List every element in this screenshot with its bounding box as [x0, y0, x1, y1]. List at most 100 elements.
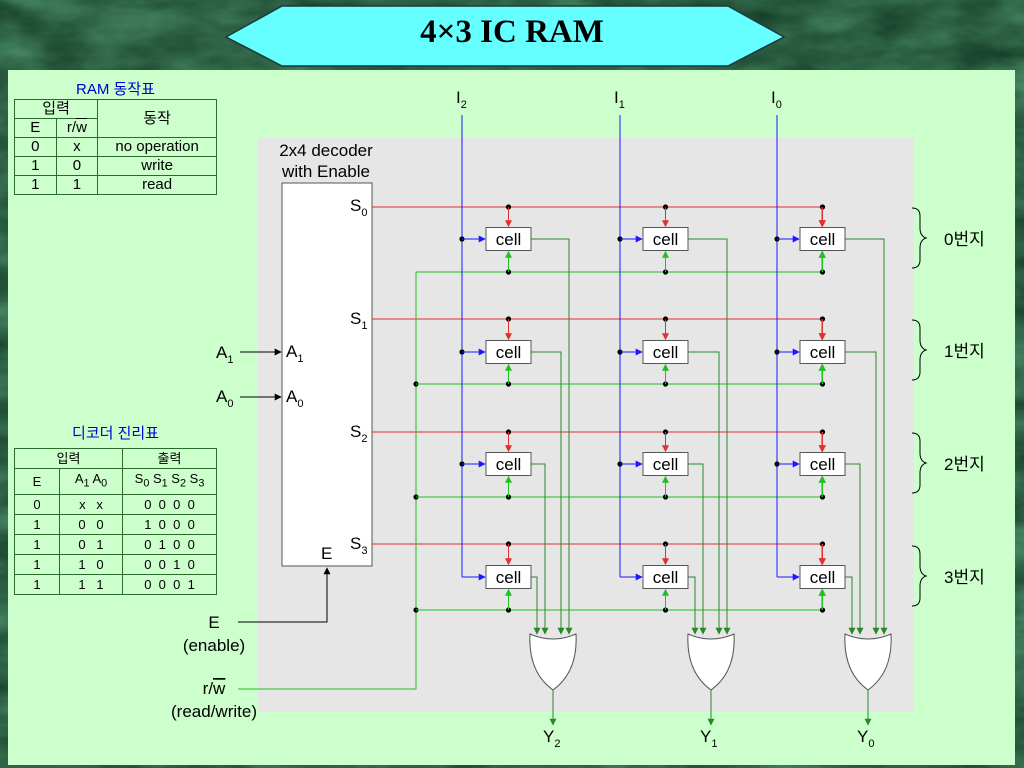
cell-box — [799, 227, 846, 251]
dec-cell-a: 0 1 — [59, 533, 123, 555]
cell-output-wire — [688, 463, 707, 635]
cell-label: cell — [653, 230, 679, 249]
memory-cell: cell — [799, 452, 846, 476]
memory-cell: cell — [642, 565, 689, 589]
memory-cell: cell — [642, 452, 689, 476]
cell-label: cell — [496, 230, 522, 249]
decoder-a1-label: A1 — [286, 342, 303, 365]
table-row: 1 1 1 0 0 0 1 — [14, 573, 217, 595]
s2-label: S2 — [350, 422, 367, 445]
cell-box — [485, 340, 532, 364]
cell-label: cell — [496, 568, 522, 587]
cell-box — [485, 565, 532, 589]
decoder-block — [281, 182, 373, 567]
memory-cell: cell — [485, 565, 532, 589]
dec-cell-s: 0 1 0 0 — [122, 533, 217, 555]
dec-header-inputs: 입력 — [14, 448, 123, 469]
cell-output-wire — [531, 576, 541, 635]
ram-cell-op: read — [97, 175, 217, 195]
memory-cell: cell — [799, 340, 846, 364]
slide-title: 4×3 IC RAM — [420, 14, 604, 50]
cell-output-wire — [845, 351, 880, 635]
cell-box — [485, 227, 532, 251]
y1-label: Y1 — [700, 727, 717, 750]
memory-cell: cell — [485, 227, 532, 251]
cell-label: cell — [810, 230, 836, 249]
or-gate — [687, 633, 735, 691]
title-banner — [224, 5, 786, 67]
address-labels: 0번지 1번지 2번지 3번지 — [911, 207, 985, 607]
cell-box — [642, 340, 689, 364]
ram-header-operation: 동작 — [97, 99, 217, 138]
decoder-label: 2x4 decoder — [279, 141, 373, 160]
table-row: 1 0 1 0 1 0 0 — [14, 533, 217, 555]
memory-cell: cell — [485, 340, 532, 364]
memory-cell: cell — [642, 227, 689, 251]
cell-box — [642, 227, 689, 251]
enable-caption: (enable) — [183, 636, 245, 655]
cell-output-wire — [531, 463, 549, 635]
cell-box — [799, 565, 846, 589]
brace — [911, 319, 928, 381]
enable-wire — [238, 567, 331, 623]
memory-cell: cell — [799, 227, 846, 251]
cell-box — [642, 452, 689, 476]
y0-label: Y0 — [857, 727, 874, 750]
address-1-label: 1번지 — [944, 342, 985, 361]
rw-input-label: r/w — [203, 679, 226, 698]
s3-label: S3 — [350, 534, 367, 557]
or-gate — [844, 633, 892, 691]
address-2-label: 2번지 — [944, 455, 985, 474]
dec-cell-a: 0 0 — [59, 513, 123, 535]
dec-cell-s: 0 0 0 1 — [122, 573, 217, 595]
cell-output-wire — [845, 238, 888, 635]
memory-cell: cell — [642, 340, 689, 364]
table-row: 1 0 0 1 0 0 0 — [14, 513, 217, 535]
cell-label: cell — [653, 568, 679, 587]
cell-box — [485, 452, 532, 476]
a0-input-label: A0 — [216, 387, 233, 410]
table-row: 1 0 write — [14, 156, 217, 176]
i1-label: I1 — [614, 88, 625, 111]
rw-rail — [238, 272, 417, 690]
cell-label: cell — [496, 343, 522, 362]
cell-box — [799, 452, 846, 476]
memory-cell: cell — [485, 452, 532, 476]
decoder-table-caption: 디코더 진리표 — [72, 425, 159, 442]
i0-label: I0 — [771, 88, 782, 111]
cell-output-wire — [688, 238, 731, 635]
cell-output-wire — [531, 351, 565, 635]
cell-label: cell — [496, 455, 522, 474]
ram-table-caption: RAM 동작표 — [76, 81, 155, 98]
address-3-label: 3번지 — [944, 568, 985, 587]
decoder-a0-label: A0 — [286, 387, 303, 410]
cell-output-wire — [845, 576, 856, 635]
cell-box — [799, 340, 846, 364]
cell-label: cell — [810, 568, 836, 587]
cell-output-wire — [688, 351, 723, 635]
decoder-label: with Enable — [281, 162, 370, 181]
cell-label: cell — [653, 455, 679, 474]
brace — [911, 207, 928, 269]
a1-input-label: A1 — [216, 343, 233, 366]
s1-label: S1 — [350, 309, 367, 332]
or-gate — [529, 633, 577, 691]
i2-label: I2 — [456, 88, 467, 111]
cell-label: cell — [653, 343, 679, 362]
cell-output-wire — [531, 238, 573, 635]
brace — [911, 432, 928, 494]
table-row: 1 1 read — [14, 175, 217, 195]
rw-caption: (read/write) — [171, 702, 257, 721]
e-input-label: E — [208, 613, 219, 632]
dec-header-outputs: 출력 — [122, 448, 217, 469]
s0-label: S0 — [350, 196, 367, 219]
cell-output-wire — [688, 576, 699, 635]
ram-operation-table: 입력 동작 E r/w 0 x no operation 1 0 write 1… — [13, 99, 217, 195]
dec-header-s: S0 S1 S2 S3 — [122, 468, 217, 495]
decoder-truth-table: 입력 출력 E A1 A0 S0 S1 S2 S3 0 x x 0 0 0 0 … — [14, 448, 217, 595]
cell-label: cell — [810, 455, 836, 474]
memory-cell: cell — [799, 565, 846, 589]
y2-label: Y2 — [543, 727, 560, 750]
cell-box — [642, 565, 689, 589]
